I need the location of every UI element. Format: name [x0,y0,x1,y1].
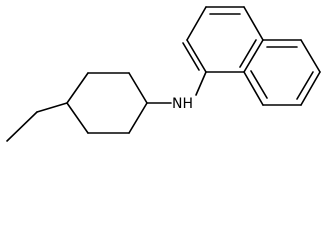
bond-nitrogen-naphthalene [195,71,207,96]
molecule-diagram: NH [6,6,321,142]
bond-ethyl-ring [36,102,68,113]
naph-a-bond-1-inner [182,42,200,71]
structure-canvas: NH [6,6,321,142]
naph-a-bond-5 [243,39,264,73]
cyclohexane-ring [66,72,148,134]
bond-ethyl-terminal [6,111,38,142]
ethyl-group [6,102,68,142]
naphthalene-ring-left [182,6,264,73]
naph-b-bond-3-inner [296,71,314,100]
naph-a-bond-2 [186,6,207,41]
naph-a-bond-1 [186,39,207,73]
naph-a-bond-5-inner [239,39,257,68]
cyclohexane-bond-4 [128,102,148,134]
naph-b-bond-5 [243,71,264,106]
naph-b-bond-5-inner [250,70,268,99]
cyclohexane-bond-1 [66,72,89,104]
amine-nitrogen-label: NH [172,96,193,112]
cyclohexane-bond-6 [66,102,89,134]
naphthalene-ring-right [243,39,321,106]
naph-b-bond-3 [300,71,321,106]
naph-a-bond-4 [243,6,264,41]
naph-b-bond-2 [300,39,321,73]
cyclohexane-bond-3 [128,72,148,104]
